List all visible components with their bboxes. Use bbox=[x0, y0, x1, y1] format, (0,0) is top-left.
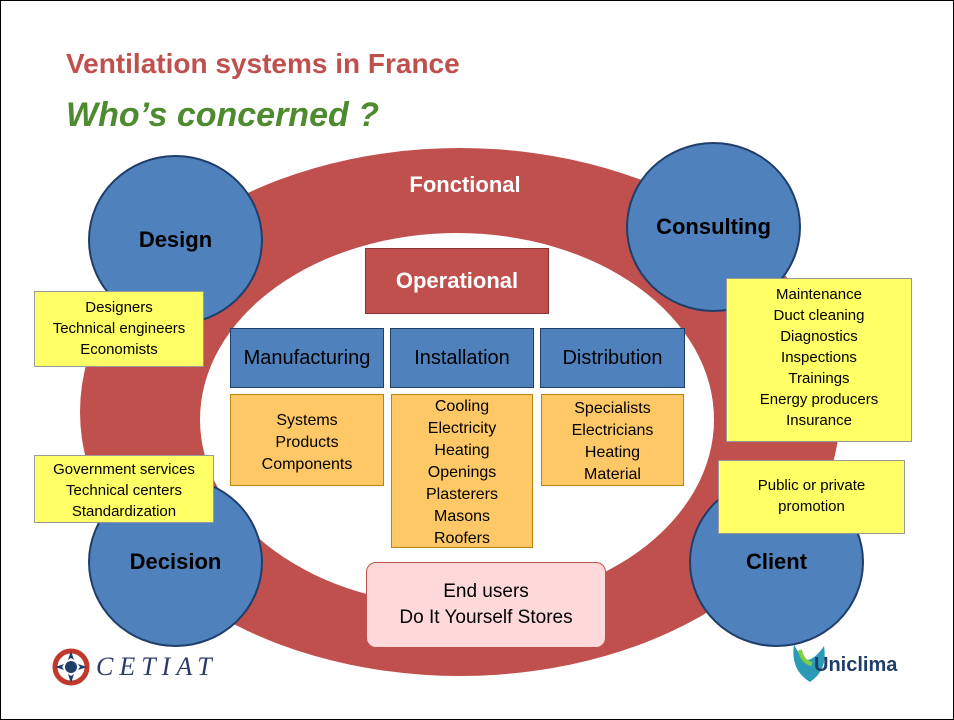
distribution-box: Distribution bbox=[540, 328, 685, 388]
design-item: Economists bbox=[80, 341, 158, 358]
installation-item: Roofers bbox=[433, 530, 491, 547]
cetiat-logo: CETIAT bbox=[52, 648, 242, 688]
manufacturing-item: Systems bbox=[276, 412, 338, 429]
consulting-item: Energy producers bbox=[759, 391, 879, 408]
distribution-item: Electricians bbox=[571, 422, 654, 439]
design-item: Designers bbox=[85, 299, 153, 316]
circle-client-label: Client bbox=[745, 549, 808, 574]
manufacturing-label: Manufacturing bbox=[243, 346, 371, 369]
installation-item: Electricity bbox=[427, 420, 497, 437]
ring-label: Fonctional bbox=[409, 172, 521, 197]
installation-item: Openings bbox=[427, 464, 497, 481]
installation-item: Masons bbox=[433, 508, 491, 525]
client-item: promotion bbox=[778, 498, 845, 515]
installation-items-box: Cooling Electricity Heating Openings Pla… bbox=[391, 394, 533, 548]
operational-label: Operational bbox=[395, 268, 519, 293]
client-item: Public or private bbox=[757, 477, 866, 494]
design-items-box: Designers Technical engineers Economists bbox=[34, 291, 204, 367]
uniclima-logo-icon bbox=[793, 644, 825, 682]
manufacturing-items-box: Systems Products Components bbox=[230, 394, 384, 486]
manufacturing-box: Manufacturing bbox=[230, 328, 384, 388]
installation-item: Heating bbox=[434, 442, 490, 459]
installation-item: Cooling bbox=[434, 398, 490, 415]
slide-subtitle: Who’s concerned ? bbox=[66, 96, 379, 134]
manufacturing-item: Components bbox=[261, 456, 353, 473]
decision-items-box: Government services Technical centers St… bbox=[34, 455, 214, 523]
consulting-item: Diagnostics bbox=[780, 328, 858, 345]
distribution-item: Material bbox=[584, 466, 641, 483]
consulting-item: Insurance bbox=[786, 412, 852, 429]
decision-item: Standardization bbox=[71, 503, 177, 520]
end-users-box: End users Do It Yourself Stores bbox=[366, 562, 606, 648]
manufacturing-item: Products bbox=[275, 434, 339, 451]
consulting-item: Maintenance bbox=[776, 286, 862, 303]
cetiat-logo-icon bbox=[52, 648, 90, 686]
consulting-item: Inspections bbox=[781, 349, 857, 366]
design-item: Technical engineers bbox=[52, 320, 186, 337]
consulting-item: Duct cleaning bbox=[773, 307, 865, 324]
operational-box: Operational bbox=[365, 248, 549, 314]
consulting-items-box: Maintenance Duct cleaning Diagnostics In… bbox=[726, 278, 912, 442]
installation-item: Plasterers bbox=[425, 486, 499, 503]
uniclima-logo: Uniclima bbox=[786, 640, 926, 688]
distribution-item: Specialists bbox=[574, 400, 651, 417]
decision-item: Government services bbox=[53, 461, 195, 478]
slide-title: Ventilation systems in France bbox=[66, 48, 460, 79]
client-items-box: Public or private promotion bbox=[718, 460, 905, 534]
distribution-label: Distribution bbox=[562, 346, 663, 369]
uniclima-logo-text: Uniclima bbox=[814, 654, 898, 676]
decision-item: Technical centers bbox=[66, 482, 182, 499]
installation-label: Installation bbox=[414, 346, 510, 369]
installation-box: Installation bbox=[390, 328, 534, 388]
cetiat-logo-text: CETIAT bbox=[96, 652, 218, 681]
end-users-line: End users bbox=[443, 581, 529, 602]
consulting-item: Trainings bbox=[788, 370, 850, 387]
circle-consulting-label: Consulting bbox=[656, 214, 771, 239]
end-users-line: Do It Yourself Stores bbox=[399, 607, 573, 628]
circle-design-label: Design bbox=[138, 227, 213, 252]
distribution-item: Heating bbox=[584, 444, 641, 461]
circle-decision-label: Decision bbox=[129, 549, 222, 574]
distribution-items-box: Specialists Electricians Heating Materia… bbox=[541, 394, 684, 486]
